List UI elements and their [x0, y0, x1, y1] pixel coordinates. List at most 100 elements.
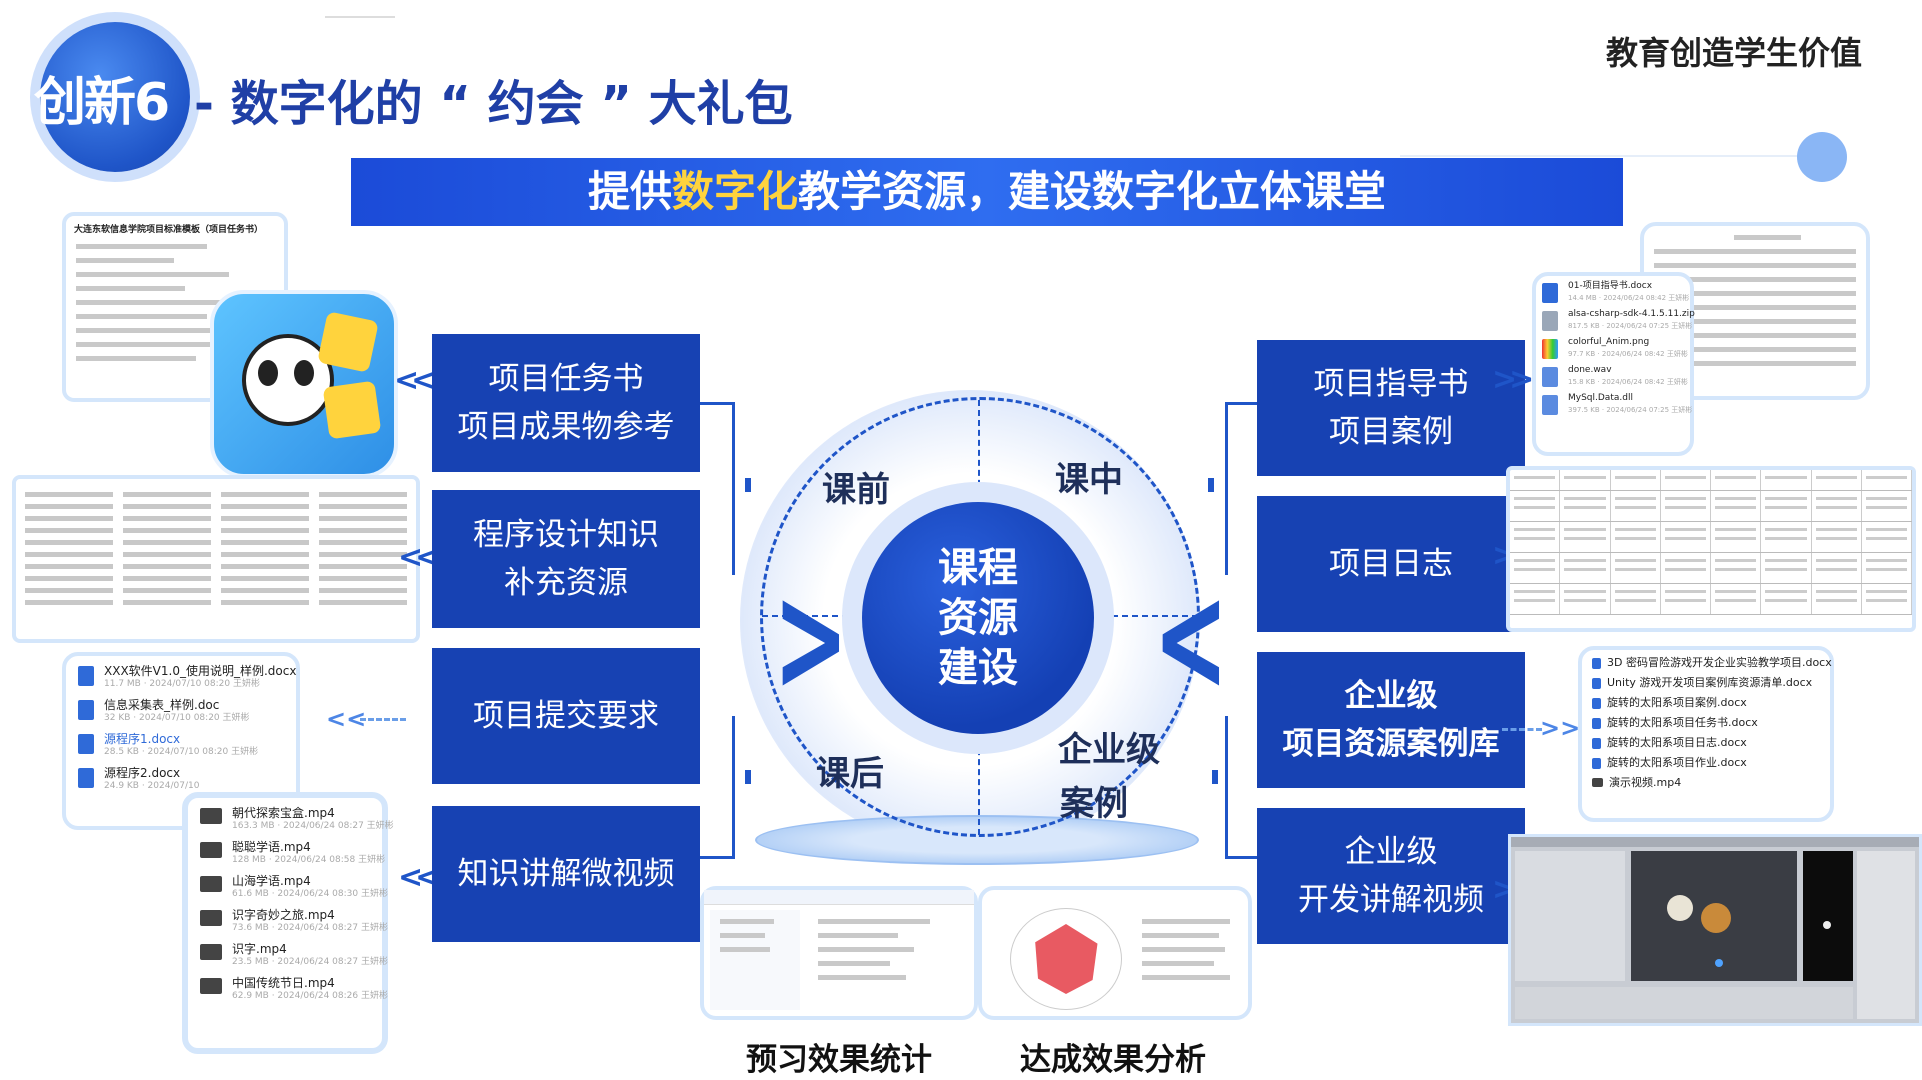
word-file-icon	[1592, 658, 1601, 669]
decor-circle	[1797, 132, 1847, 182]
box-project-log: 项目日志	[1257, 496, 1525, 632]
word-file-icon	[78, 768, 94, 788]
banner-suffix: 教学资源，建设数字化立体课堂	[798, 167, 1387, 216]
file-name: 旋转的太阳系项目日志.docx	[1607, 736, 1747, 749]
guide-files-card: 01-项目指导书.docx 14.4 MB · 2024/06/24 08:42 …	[1532, 272, 1695, 456]
project-log-table	[1506, 466, 1916, 632]
file-name: 识字奇妙之旅.mp4	[232, 908, 335, 922]
chevron-right-icon: >>	[1492, 362, 1534, 397]
file-meta: 97.7 KB · 2024/06/24 08:42 王妍彬	[1568, 350, 1688, 358]
connector-bracket	[700, 716, 735, 859]
achievement-analysis-screenshot	[978, 886, 1252, 1020]
word-file-icon	[1592, 738, 1601, 749]
file-meta: 11.7 MB · 2024/07/10 08:20 王妍彬	[104, 679, 260, 689]
file-name: Unity 游戏开发项目案例库资源清单.docx	[1607, 676, 1813, 689]
segment-enterprise-1: 企业级	[1058, 730, 1160, 770]
video-thumb-icon	[200, 876, 222, 892]
file-item[interactable]: 3D 密码冒险游戏开发企业实验教学项目.docx	[1592, 656, 1832, 670]
file-name: 01-项目指导书.docx	[1568, 281, 1653, 291]
connector-tick	[1212, 770, 1218, 784]
box-line: 项目成果物参考	[457, 409, 675, 445]
word-file-icon	[78, 734, 94, 754]
box-enterprise-case-library: 企业级项目资源案例库	[1257, 652, 1525, 788]
video-file-icon	[1592, 778, 1603, 787]
core-line: 建设	[938, 645, 1018, 691]
connector-tick	[745, 478, 751, 492]
file-item[interactable]: 演示视频.mp4	[1592, 776, 1820, 790]
box-line: 企业级	[1344, 834, 1438, 870]
enterprise-files-card: 3D 密码冒险游戏开发企业实验教学项目.docx Unity 游戏开发项目案例库…	[1578, 646, 1834, 822]
badge-label: 创新6	[34, 73, 170, 133]
file-meta: 23.5 MB · 2024/06/24 08:27 王妍彬	[232, 957, 388, 967]
file-meta: 817.5 KB · 2024/06/24 07:25 王妍彬	[1568, 322, 1693, 330]
sun-icon	[1701, 903, 1731, 933]
word-file-icon	[78, 666, 94, 686]
file-item[interactable]: colorful_Anim.png 97.7 KB · 2024/06/24 08…	[1542, 337, 1688, 360]
file-name: 识字.mp4	[232, 942, 287, 956]
file-meta: 397.5 KB · 2024/06/24 07:25 王妍彬	[1568, 406, 1693, 414]
core-line: 课程	[938, 545, 1018, 591]
chevron-right-icon: >	[773, 552, 849, 726]
knowledge-files-card	[12, 475, 420, 643]
file-item[interactable]: Unity 游戏开发项目案例库资源清单.docx	[1592, 676, 1820, 690]
word-file-icon	[1592, 758, 1601, 769]
chevron-left-icon: <<	[394, 363, 436, 398]
connector-bracket	[1225, 716, 1260, 859]
achieve-label: 达成效果分析	[1020, 1042, 1206, 1078]
file-name: colorful_Anim.png	[1568, 337, 1650, 347]
arrow-right-icon: >>	[1540, 714, 1581, 742]
box-guide-book: 项目指导书项目案例	[1257, 340, 1525, 476]
file-item[interactable]: 01-项目指导书.docx 14.4 MB · 2024/06/24 08:42 …	[1542, 281, 1689, 304]
file-item[interactable]: MySql.Data.dll 397.5 KB · 2024/06/24 07:2…	[1542, 393, 1692, 416]
file-name: 朝代探索宝盒.mp4	[232, 806, 335, 820]
box-line: 企业级	[1344, 678, 1438, 714]
zip-file-icon	[1542, 311, 1558, 331]
box-submit-requirements: 项目提交要求	[432, 648, 700, 784]
file-meta: 62.9 MB · 2024/06/24 08:26 王妍彬	[232, 991, 388, 1001]
file-item[interactable]: 旋转的太阳系项目任务书.docx	[1592, 716, 1820, 730]
file-meta: 14.4 MB · 2024/06/24 08:42 王妍彬	[1568, 294, 1690, 302]
connector-tick	[745, 770, 751, 784]
innovation-badge	[40, 22, 190, 172]
connector-bracket	[1225, 402, 1260, 575]
game-view	[1803, 851, 1853, 981]
connector-bracket	[700, 402, 735, 575]
box-task-book: 项目任务书项目成果物参考	[432, 334, 700, 472]
file-item[interactable]: 旋转的太阳系项目案例.docx	[1592, 696, 1820, 710]
box-line: 项目提交要求	[473, 698, 659, 734]
page-title: - 数字化的 “ 约会 ” 大礼包	[194, 76, 793, 132]
file-meta: 61.6 MB · 2024/06/24 08:30 王妍彬	[232, 889, 388, 899]
chevron-left-icon: <<	[398, 860, 440, 895]
file-name: MySql.Data.dll	[1568, 393, 1633, 403]
file-meta: 32 KB · 2024/07/10 08:20 王妍彬	[104, 713, 250, 723]
chevron-left-icon: <<	[398, 540, 440, 575]
banner-prefix: 提供	[587, 167, 672, 216]
box-line: 开发讲解视频	[1298, 882, 1484, 918]
arrow-left-icon: <<	[326, 705, 367, 733]
motto-logo: 教育创造学生价值	[1605, 34, 1862, 72]
file-item[interactable]: 旋转的太阳系项目日志.docx	[1592, 736, 1820, 750]
file-meta: 15.8 KB · 2024/06/24 08:42 王妍彬	[1568, 378, 1688, 386]
moon-icon	[1715, 959, 1723, 967]
file-name: 源程序2.docx	[104, 766, 181, 780]
box-enterprise-video: 企业级开发讲解视频	[1257, 808, 1525, 944]
preview-stats-screenshot	[700, 886, 978, 1020]
video-thumb-icon	[200, 910, 222, 926]
chevron-left-icon: <	[1153, 552, 1229, 726]
file-item[interactable]: 旋转的太阳系项目作业.docx	[1592, 756, 1820, 770]
file-name: 旋转的太阳系项目案例.docx	[1607, 696, 1747, 709]
connector-tick	[1208, 478, 1214, 492]
file-name: 聪聪学语.mp4	[232, 840, 311, 854]
